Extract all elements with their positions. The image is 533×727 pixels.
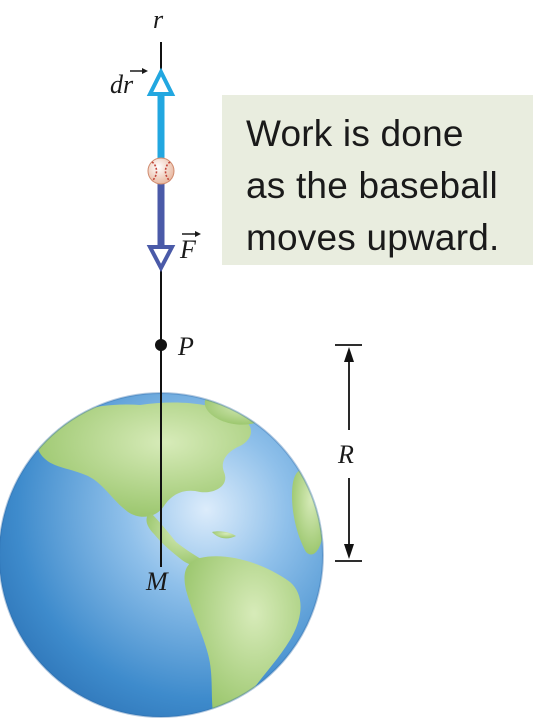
point-label-p: P xyxy=(177,332,194,361)
vector-arrow-icon xyxy=(182,231,201,237)
radius-dimension xyxy=(335,344,362,562)
radius-label-r: R xyxy=(337,440,354,469)
callout-box: Work is done as the baseball moves upwar… xyxy=(222,95,533,265)
baseball-icon xyxy=(147,157,175,185)
svg-text:dr: dr xyxy=(110,70,134,99)
axis-label-r: r xyxy=(153,5,164,34)
callout-line-2: as the baseball xyxy=(246,165,498,206)
displacement-label: dr xyxy=(110,68,148,99)
displacement-arrow xyxy=(146,67,176,158)
callout-line-3: moves upward. xyxy=(246,217,500,258)
svg-text:F: F xyxy=(179,235,197,264)
callout-line-1: Work is done xyxy=(246,113,464,154)
center-label-m: M xyxy=(145,567,169,596)
force-label: F xyxy=(179,231,201,264)
vector-arrow-icon xyxy=(130,68,148,74)
point-p-marker xyxy=(155,339,167,351)
force-arrow xyxy=(146,184,176,273)
